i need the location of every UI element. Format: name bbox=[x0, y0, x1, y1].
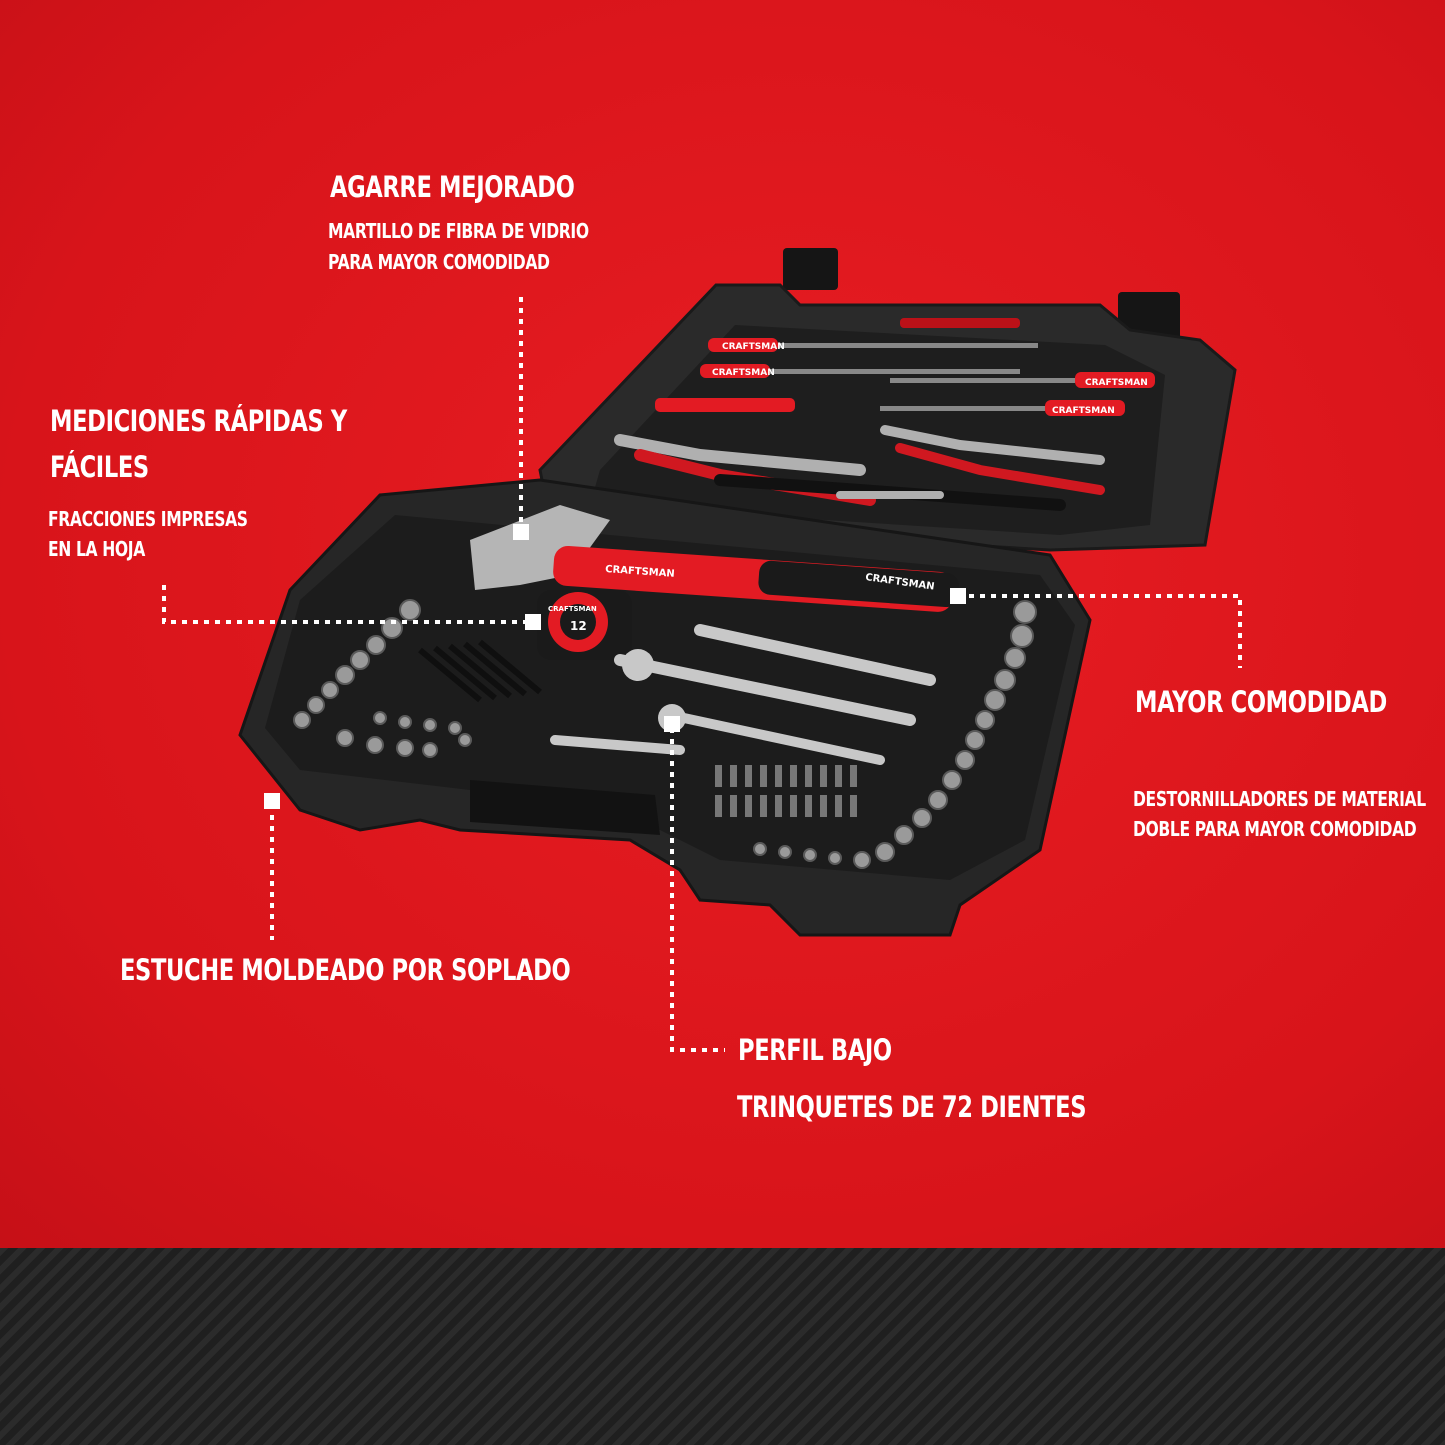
utility-knife bbox=[655, 398, 795, 412]
case-title: ESTUCHE MOLDEADO POR SOPLADO bbox=[120, 953, 571, 987]
lid-screwdrivers bbox=[655, 338, 1155, 416]
tape-size-label: 12 bbox=[570, 619, 587, 633]
base-hammer bbox=[470, 505, 959, 612]
measure-line-2: EN LA HOJA bbox=[48, 537, 145, 561]
sockets-right bbox=[753, 600, 1037, 869]
grip-title: AGARRE MEJORADO bbox=[330, 170, 575, 204]
callout-dot-case bbox=[264, 793, 280, 809]
lid-pliers bbox=[614, 425, 1105, 511]
grip-line-1: MARTILLO DE FIBRA DE VIDRIO bbox=[328, 219, 589, 243]
brand-label-screwdriver-2: CRAFTSMAN bbox=[712, 368, 775, 378]
base-wrenches bbox=[550, 624, 936, 765]
latch-left bbox=[783, 248, 838, 290]
ratchet-title: PERFIL BAJO bbox=[738, 1033, 892, 1067]
brand-label-screwdriver-1: CRAFTSMAN bbox=[722, 342, 785, 352]
callout-dot-measure bbox=[525, 614, 541, 630]
comfort-line-1: DESTORNILLADORES DE MATERIAL bbox=[1133, 787, 1426, 811]
grip-line-2: PARA MAYOR COMODIDAD bbox=[328, 250, 550, 274]
handle-recess bbox=[470, 780, 660, 835]
measure-line-1: FRACCIONES IMPRESAS bbox=[48, 507, 248, 531]
brand-label-screwdriver-3: CRAFTSMAN bbox=[1085, 378, 1148, 388]
brand-label-hammer: CRAFTSMAN bbox=[605, 564, 675, 580]
callout-dot-ratchet bbox=[664, 716, 680, 732]
callout-dot-comfort bbox=[950, 588, 966, 604]
leader-comfort bbox=[958, 594, 1242, 668]
callout-dot-grip bbox=[513, 524, 529, 540]
leader-ratchet bbox=[670, 728, 725, 1052]
latch-right bbox=[1118, 292, 1180, 340]
lid-handle-accent bbox=[900, 318, 1020, 328]
callout-leader-lines bbox=[162, 297, 1242, 1052]
brand-label-screwdriver-4: CRAFTSMAN bbox=[1052, 406, 1115, 416]
leader-measure bbox=[162, 585, 525, 624]
bit-set bbox=[715, 765, 857, 817]
hex-keys bbox=[418, 639, 542, 703]
comfort-line-2: DOBLE PARA MAYOR COMODIDAD bbox=[1133, 817, 1417, 841]
comfort-title: MAYOR COMODIDAD bbox=[1135, 685, 1387, 719]
ratchet-line-1: TRINQUETES DE 72 DIENTES bbox=[737, 1090, 1087, 1124]
measure-title-line-1: MEDICIONES RÁPIDAS Y bbox=[50, 404, 347, 438]
sockets-left bbox=[293, 599, 472, 758]
brand-label-tape: CRAFTSMAN bbox=[548, 605, 597, 613]
striped-footer-band bbox=[0, 1248, 1445, 1445]
tape-measure bbox=[537, 590, 632, 660]
measure-title-line-2: FÁCILES bbox=[50, 450, 149, 484]
